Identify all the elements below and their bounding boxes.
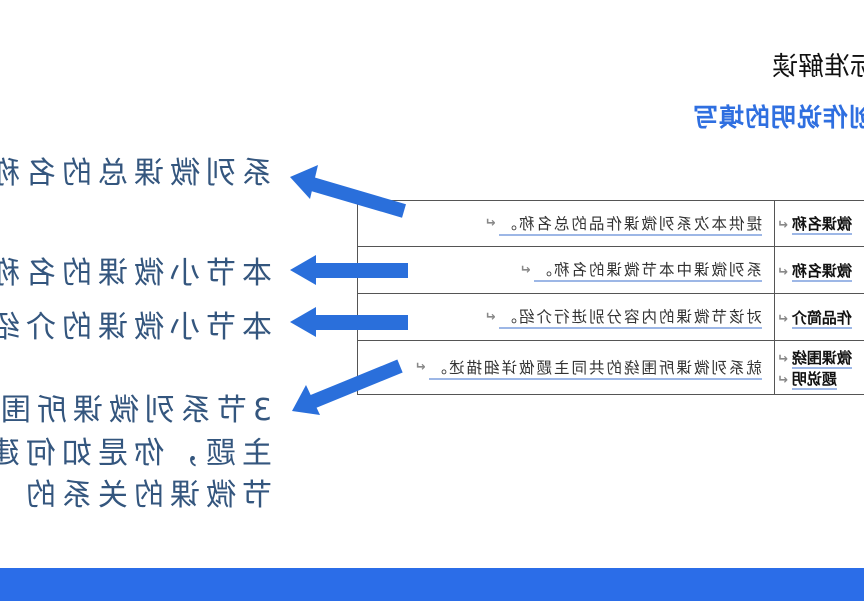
arrow-icon <box>292 359 403 415</box>
footer-bar <box>0 568 864 601</box>
arrow-icon <box>290 255 408 285</box>
arrow-icon <box>290 165 406 218</box>
arrow-icon <box>290 307 408 337</box>
